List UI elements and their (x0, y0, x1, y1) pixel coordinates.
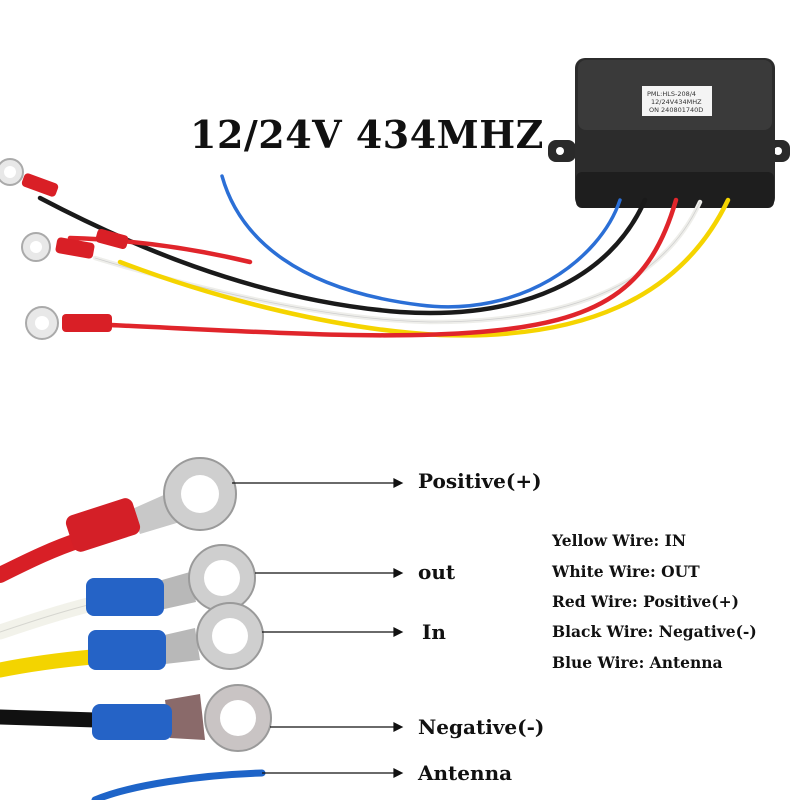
legend-white: White Wire: OUT (552, 562, 700, 581)
black-wire (0, 709, 104, 728)
module-label-line1: PML:HLS-208/4 (647, 90, 696, 98)
label-out: out (418, 560, 456, 584)
control-module: PML:HLS-208/4 12/24V434MHZ ON 240801740D (548, 58, 790, 208)
legend-yellow: Yellow Wire: IN (552, 531, 687, 550)
top-black-wire (37, 195, 648, 316)
legend-red: Red Wire: Positive(+) (552, 592, 739, 611)
legend-blue: Blue Wire: Antenna (552, 653, 723, 672)
label-antenna: Antenna (418, 761, 513, 785)
top-blue-wire (220, 174, 622, 309)
yellow-wire (0, 649, 100, 678)
label-positive: Positive(+) (418, 469, 542, 493)
red-wire (0, 532, 88, 583)
blue-wire (91, 769, 266, 800)
legend-black: Black Wire: Negative(-) (552, 622, 757, 641)
label-negative: Negative(-) (418, 715, 545, 739)
top-ring-terminals (0, 158, 129, 340)
product-title: 12/24V 434MHZ (190, 112, 544, 157)
label-in: In (422, 620, 446, 644)
module-label-line2: 12/24V434MHZ (651, 98, 702, 106)
top-red-wire (107, 197, 679, 338)
module-label-line3: ON 240801740D (649, 106, 703, 114)
ring-lugs (65, 457, 272, 752)
pointer-arrows (232, 478, 404, 778)
